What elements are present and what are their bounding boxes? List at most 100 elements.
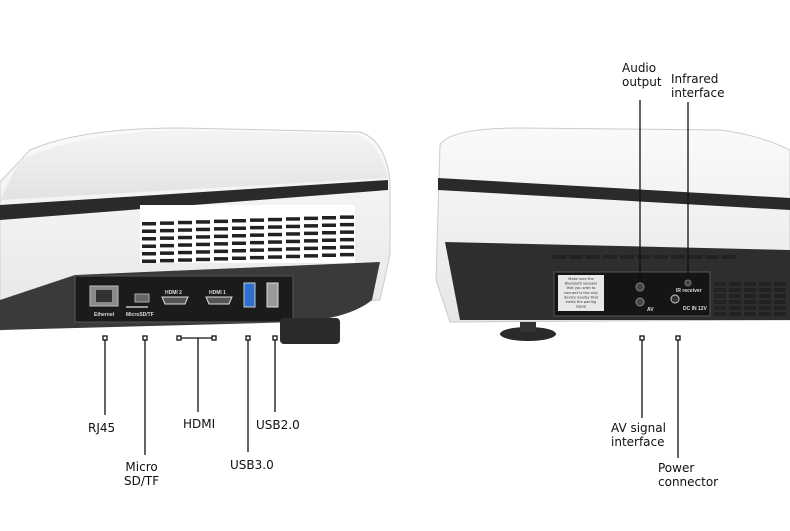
vent-slot (714, 300, 726, 304)
vent-slot (620, 255, 634, 259)
label-power-line2: connector (658, 475, 719, 489)
vent-slot (744, 312, 756, 316)
left-foot (280, 318, 340, 344)
vent-slot (286, 224, 300, 229)
sticker-line: Bluetooth speaker (565, 282, 598, 286)
hdmi1-port-label: HDMI 1 (209, 290, 226, 296)
vent-slot (304, 246, 318, 251)
left-vent (140, 205, 355, 263)
vent-slot (178, 250, 192, 255)
vent-slot (714, 306, 726, 310)
vent-slot (268, 225, 282, 229)
label-micro-sd-line1: Micro (125, 460, 158, 474)
vent-slot (214, 219, 228, 224)
vent-slot (759, 312, 771, 316)
sticker-line: signal (576, 305, 587, 309)
vent-slot (214, 257, 228, 261)
vent-slot (304, 239, 318, 243)
vent-slot (744, 288, 756, 292)
vent-slot (142, 252, 156, 256)
sticker (558, 275, 604, 311)
sticker-line: emits the pairing (566, 300, 597, 304)
vent-slot (340, 230, 354, 234)
vent-slot (322, 223, 336, 227)
hdmi2-port (161, 296, 189, 305)
vent-slot (340, 245, 354, 249)
vent-slot (160, 251, 174, 255)
hdmi1-port (205, 296, 233, 305)
label-usb3: USB3.0 (230, 458, 274, 472)
label-micro-sd: Micro SD/TF (124, 460, 159, 488)
vent-slot (232, 249, 246, 253)
label-power-line1: Power (658, 461, 695, 475)
vent-slot (304, 231, 318, 236)
vent-slot (774, 306, 786, 310)
vent-slot (178, 220, 192, 225)
vent-slot (774, 294, 786, 298)
vent-slot (744, 282, 756, 286)
vent-slot (160, 236, 174, 240)
vent-slot (759, 300, 771, 304)
vent-slot (671, 255, 685, 259)
dc-jack (670, 294, 680, 304)
vent-slot (214, 249, 228, 254)
vent-slot (214, 242, 228, 246)
vent-slot (268, 247, 282, 252)
vent-slot (774, 312, 786, 316)
vent-slot (774, 282, 786, 286)
leader-lines (102, 100, 689, 458)
sticker-line: that you wish to (566, 286, 595, 290)
label-power: Power connector (658, 461, 718, 489)
vent-slot (729, 294, 741, 298)
vent-slot (160, 221, 174, 225)
vent-slot (729, 288, 741, 292)
vent-slot (688, 255, 702, 259)
ir-receiver (684, 279, 692, 287)
vent-slot (552, 255, 566, 259)
vent-slot (196, 242, 210, 247)
vent-slot (304, 224, 318, 228)
vent-slot (340, 237, 354, 242)
label-infrared-line2: interface (671, 86, 725, 100)
vent-slot (286, 239, 300, 244)
dc-in-text: DC IN 12V (683, 306, 708, 312)
vent-slot (160, 258, 174, 263)
vent-slot (729, 312, 741, 316)
label-infrared: Infrared interface (671, 72, 725, 100)
microsd-slot (126, 306, 148, 308)
vent-slot (322, 231, 336, 235)
vent-slot (178, 258, 192, 262)
vent-slot (729, 306, 741, 310)
vent-slot (268, 240, 282, 244)
vent-slot (232, 241, 246, 245)
usb2-port (266, 282, 279, 308)
vent-slot (268, 232, 282, 237)
vent-slot (286, 254, 300, 259)
vent-slot (774, 288, 786, 292)
vent-slot (250, 240, 264, 245)
vent-slot (586, 255, 600, 259)
vent-slot (774, 300, 786, 304)
vent-slot (178, 235, 192, 240)
vent-slot (322, 246, 336, 250)
vent-slot (286, 217, 300, 221)
vent-slot (322, 253, 336, 257)
right-vent (552, 255, 786, 316)
vent-slot (759, 294, 771, 298)
usb3-port (243, 282, 256, 308)
vent-slot (196, 250, 210, 254)
vent-slot (603, 255, 617, 259)
left-projector: Ethernet MicroSD/TF HDMI 2 HDMI 1 (0, 127, 391, 344)
vent-slot (232, 234, 246, 238)
vent-slot (744, 294, 756, 298)
vent-slot (250, 218, 264, 222)
vent-slot (268, 217, 282, 222)
av-jack (635, 297, 645, 307)
hdmi2-port-label: HDMI 2 (165, 290, 182, 296)
label-usb2: USB2.0 (256, 418, 300, 432)
label-av-signal: AV signal interface (611, 421, 666, 449)
vent-slot (714, 282, 726, 286)
